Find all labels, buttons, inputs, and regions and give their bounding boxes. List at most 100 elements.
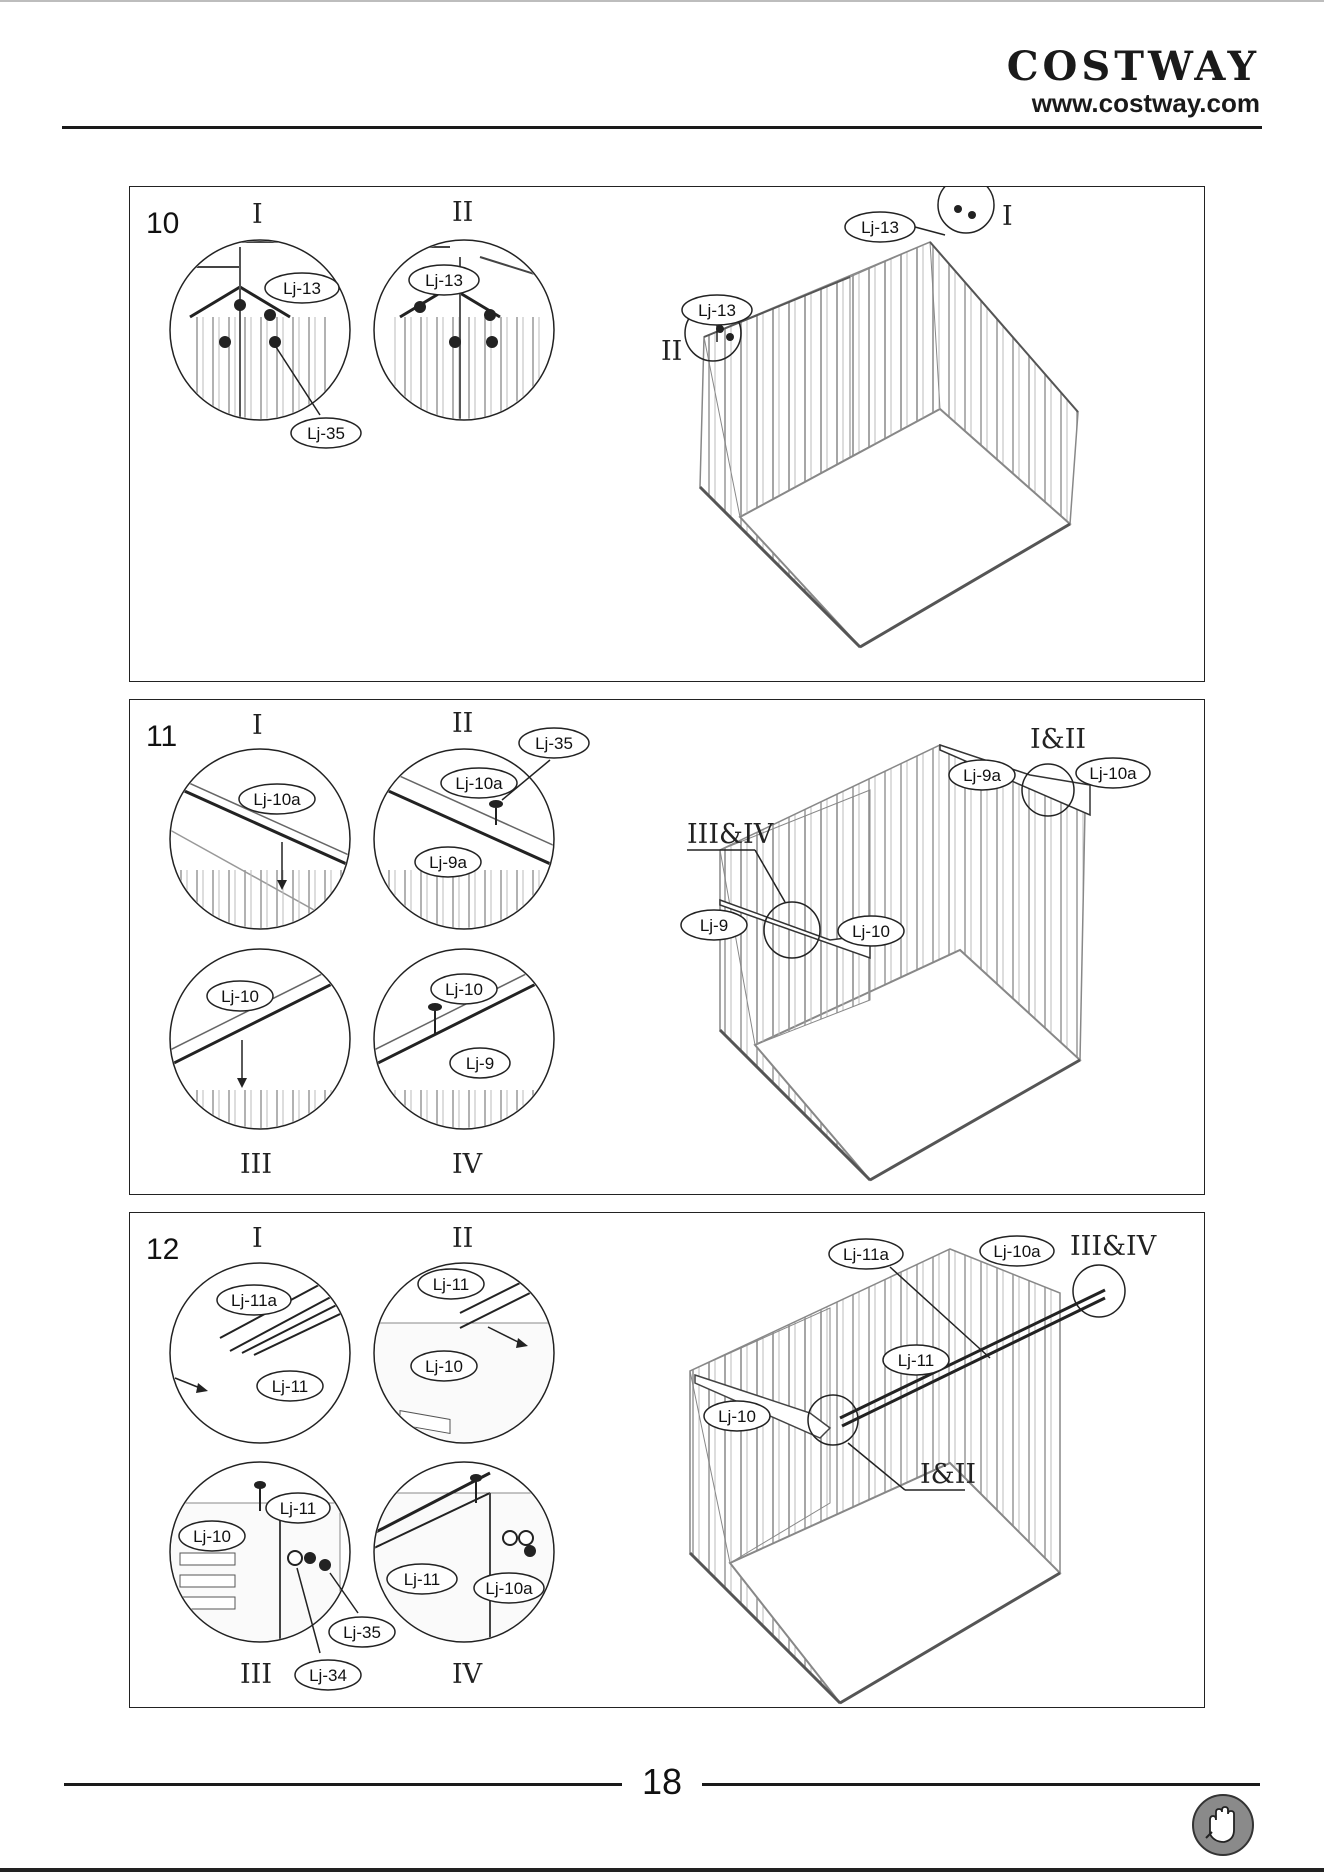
svg-text:Lj-11a: Lj-11a [231,1291,278,1310]
main-roman: II [661,336,682,367]
detail-roman: IV [452,1149,483,1180]
detail-roman: IV [452,1659,483,1690]
bottom-rule [0,1868,1324,1872]
footer-rule-right [702,1783,1260,1786]
svg-text:Lj-11: Lj-11 [272,1377,309,1396]
detail-roman: I [252,199,263,230]
top-rule [0,0,1324,2]
main-roman: III&IV [1070,1231,1157,1262]
part-label: Lj-35 [519,728,589,758]
part-label: Lj-9a [949,760,1015,790]
detail-circle-iii [160,949,360,1150]
part-label: Lj-10a [474,1573,544,1603]
brand-logo: COSTWAY [1007,46,1260,88]
detail-roman: III [240,1659,272,1690]
part-label: Lj-11 [387,1564,457,1594]
svg-text:Lj-10: Lj-10 [425,1357,463,1376]
svg-text:Lj-10: Lj-10 [852,922,890,941]
svg-text:Lj-10a: Lj-10a [455,774,503,793]
part-label: Lj-10a [1076,758,1150,788]
part-label: Lj-11 [266,1493,330,1523]
svg-text:Lj-13: Lj-13 [861,218,899,237]
main-roman: III&IV [687,819,774,850]
part-label: Lj-13 [265,273,339,303]
part-label: Lj-10 [838,916,904,946]
svg-text:Lj-11: Lj-11 [404,1570,441,1589]
part-label: Lj-10a [239,784,315,814]
svg-text:Lj-13: Lj-13 [698,301,736,320]
svg-text:Lj-9: Lj-9 [700,916,728,935]
detail-roman: I [252,1223,263,1254]
svg-text:Lj-34: Lj-34 [309,1666,347,1685]
part-label: Lj-11 [883,1345,949,1375]
part-label: Lj-11 [418,1269,484,1299]
svg-text:Lj-35: Lj-35 [343,1623,381,1642]
part-label: Lj-11a [829,1239,903,1269]
svg-text:Lj-35: Lj-35 [307,424,345,443]
svg-text:Lj-9a: Lj-9a [429,853,467,872]
header-rule [62,126,1262,129]
svg-text:Lj-10: Lj-10 [445,980,483,999]
page-number: 18 [630,1762,694,1802]
svg-text:Lj-10: Lj-10 [193,1527,231,1546]
svg-text:Lj-13: Lj-13 [283,279,321,298]
step-number: 11 [146,720,177,753]
part-label: Lj-11 [257,1371,323,1401]
step-number: 12 [146,1233,179,1266]
part-label: Lj-9 [450,1048,510,1078]
detail-roman: I [252,710,263,741]
detail-roman: III [240,1149,272,1180]
part-label: Lj-13 [845,212,915,242]
svg-text:Lj-10a: Lj-10a [485,1579,533,1598]
svg-text:Lj-10: Lj-10 [221,987,259,1006]
svg-text:Lj-10: Lj-10 [718,1407,756,1426]
detail-circle-iv [374,1462,564,1663]
detail-roman: II [452,708,473,739]
part-label: Lj-10 [704,1401,770,1431]
main-roman: I [1002,201,1013,232]
svg-text:Lj-9: Lj-9 [466,1054,494,1073]
step-11-panel: 11 I II III IV Lj-10a [129,699,1205,1195]
shed-illustration [685,187,1078,647]
part-label: Lj-11a [217,1285,291,1315]
svg-text:Lj-11: Lj-11 [898,1351,935,1370]
svg-text:Lj-11: Lj-11 [433,1275,470,1294]
part-label: Lj-10 [411,1351,477,1381]
svg-text:Lj-13: Lj-13 [425,271,463,290]
svg-text:Lj-11a: Lj-11a [843,1245,890,1264]
part-label: Lj-10a [441,768,517,798]
glove-icon [1192,1794,1254,1856]
shed-illustration [720,745,1090,1180]
svg-text:Lj-35: Lj-35 [535,734,573,753]
svg-text:Lj-10a: Lj-10a [253,790,301,809]
brand-header: COSTWAY www.costway.com [1007,46,1260,118]
detail-circle-iii [170,1462,350,1663]
main-roman: I&II [920,1459,976,1490]
part-label: Lj-9 [681,910,747,940]
part-label: Lj-13 [409,265,479,295]
part-label: Lj-10 [207,981,273,1011]
detail-circle-i [160,749,360,950]
step-12-panel: 12 I II III IV Lj-11a L [129,1212,1205,1708]
svg-text:Lj-10a: Lj-10a [993,1242,1041,1261]
part-label: Lj-34 [295,1660,361,1690]
part-label: Lj-10 [431,974,497,1004]
footer-rule-left [64,1783,622,1786]
svg-text:Lj-11: Lj-11 [280,1499,317,1518]
part-label: Lj-35 [291,418,361,448]
main-roman: I&II [1030,724,1086,755]
step-10-panel: 10 I II Lj-13 Lj-35 [129,186,1205,682]
detail-roman: II [452,197,473,228]
part-label: Lj-10 [179,1521,245,1551]
shed-illustration [690,1249,1125,1703]
part-label: Lj-9a [415,847,481,877]
part-label: Lj-10a [980,1236,1054,1266]
part-label: Lj-13 [682,295,752,325]
svg-text:Lj-9a: Lj-9a [963,766,1001,785]
svg-text:Lj-10a: Lj-10a [1089,764,1137,783]
detail-circle-i [170,240,350,427]
step-number: 10 [146,207,179,240]
brand-url: www.costway.com [1007,88,1260,118]
detail-roman: II [452,1223,473,1254]
part-label: Lj-35 [329,1617,395,1647]
